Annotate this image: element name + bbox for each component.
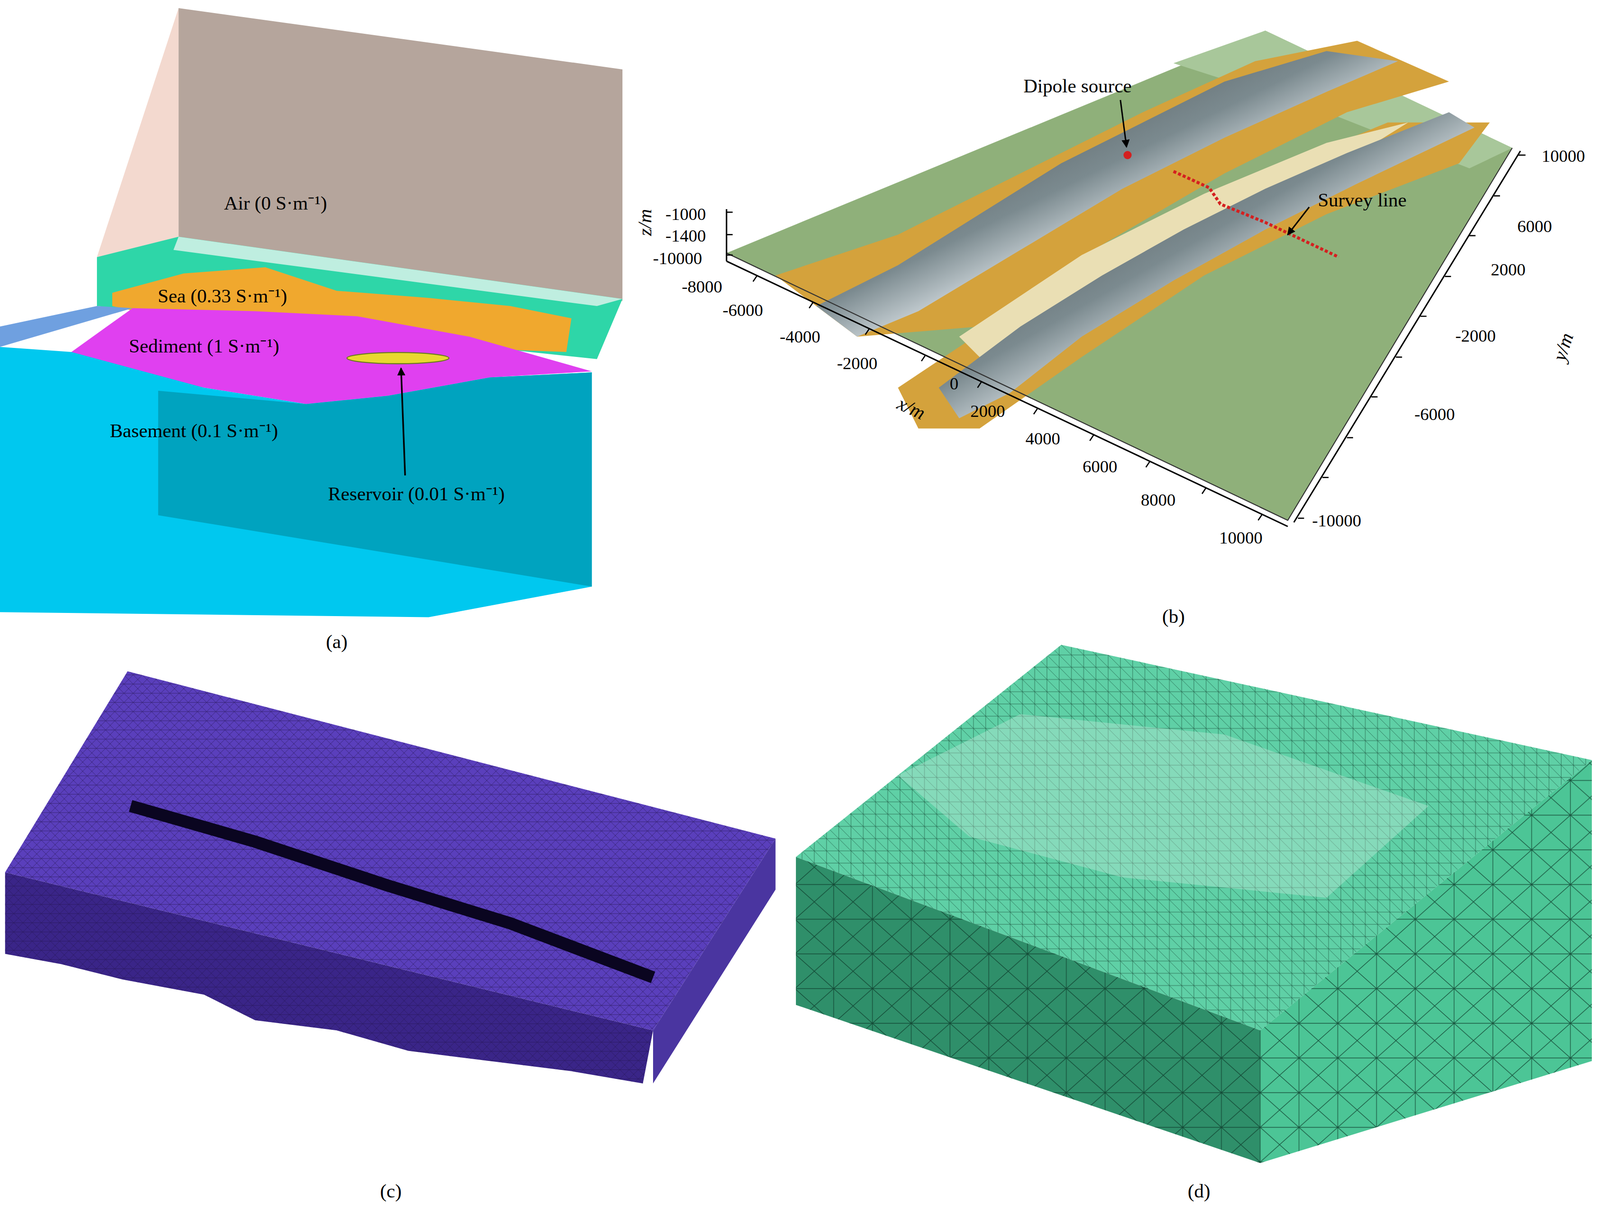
tick-label: 0 [949, 374, 959, 394]
art-line [1120, 100, 1127, 147]
axis-title: z/m [634, 209, 656, 237]
art-circle [1123, 150, 1132, 160]
callout-label: Dipole source [1023, 75, 1132, 97]
layer-label: Air (0 S·m⁻¹) [224, 192, 328, 214]
volume-mesh [795, 644, 1592, 1164]
art-polyline [130, 805, 654, 978]
tick-label: -10000 [1312, 511, 1362, 531]
art-polygon [795, 856, 1261, 1163]
tick-label: 4000 [1025, 429, 1061, 448]
tick-label: 2000 [1490, 260, 1526, 279]
tick-label: -8000 [681, 277, 723, 297]
art-polyline [1173, 171, 1340, 257]
layer-label: Reservoir (0.01 S·m⁻¹) [328, 483, 505, 505]
panel-letter: (b) [1162, 605, 1185, 627]
tick-label: 2000 [970, 401, 1006, 421]
tick-label: -2000 [836, 353, 878, 373]
terrain-map [726, 30, 1526, 527]
tick-label: 6000 [1517, 216, 1553, 236]
layer-label: Sea (0.33 S·m⁻¹) [157, 285, 288, 307]
axis-title: y/m [1548, 330, 1578, 364]
art-path [1298, 155, 1526, 519]
tick-label: -2000 [1455, 326, 1496, 346]
tick-label: 10000 [1219, 528, 1263, 548]
layer-label: Sediment (1 S·m⁻¹) [128, 335, 280, 357]
panel-letter: (c) [379, 1180, 402, 1202]
art-polygon [96, 8, 179, 257]
art-line [1293, 150, 1521, 523]
art-polygon [938, 112, 1475, 419]
surface-mesh [4, 671, 776, 1084]
tick-label: 10000 [1541, 146, 1585, 166]
layer-label: Basement (0.1 S·m⁻¹) [109, 420, 279, 442]
art-line [401, 368, 406, 476]
art-path [753, 275, 1263, 521]
art-polygon [4, 872, 654, 1084]
callout-label: Survey line [1317, 189, 1407, 211]
art-polygon [0, 347, 592, 618]
tick-label: 6000 [1082, 457, 1118, 476]
art-line [1287, 207, 1310, 235]
art-polygon [0, 306, 133, 348]
tick-label: -1000 [665, 204, 707, 224]
art-polygon [897, 714, 1429, 898]
layer-model [0, 8, 623, 618]
tick-label: -6000 [1414, 404, 1455, 424]
tick-label: -6000 [722, 300, 764, 320]
art-ellipse [347, 352, 449, 364]
tick-label: -4000 [779, 327, 821, 347]
art-path [726, 212, 733, 256]
tick-label: 8000 [1140, 490, 1176, 510]
art-polyline [726, 147, 1513, 521]
tick-label: -1400 [665, 226, 707, 246]
tick-label: -10000 [653, 248, 703, 268]
art-polygon [158, 372, 592, 587]
panel-letter: (a) [325, 630, 348, 653]
panel-letter: (d) [1187, 1180, 1211, 1202]
art-line [726, 261, 1288, 527]
